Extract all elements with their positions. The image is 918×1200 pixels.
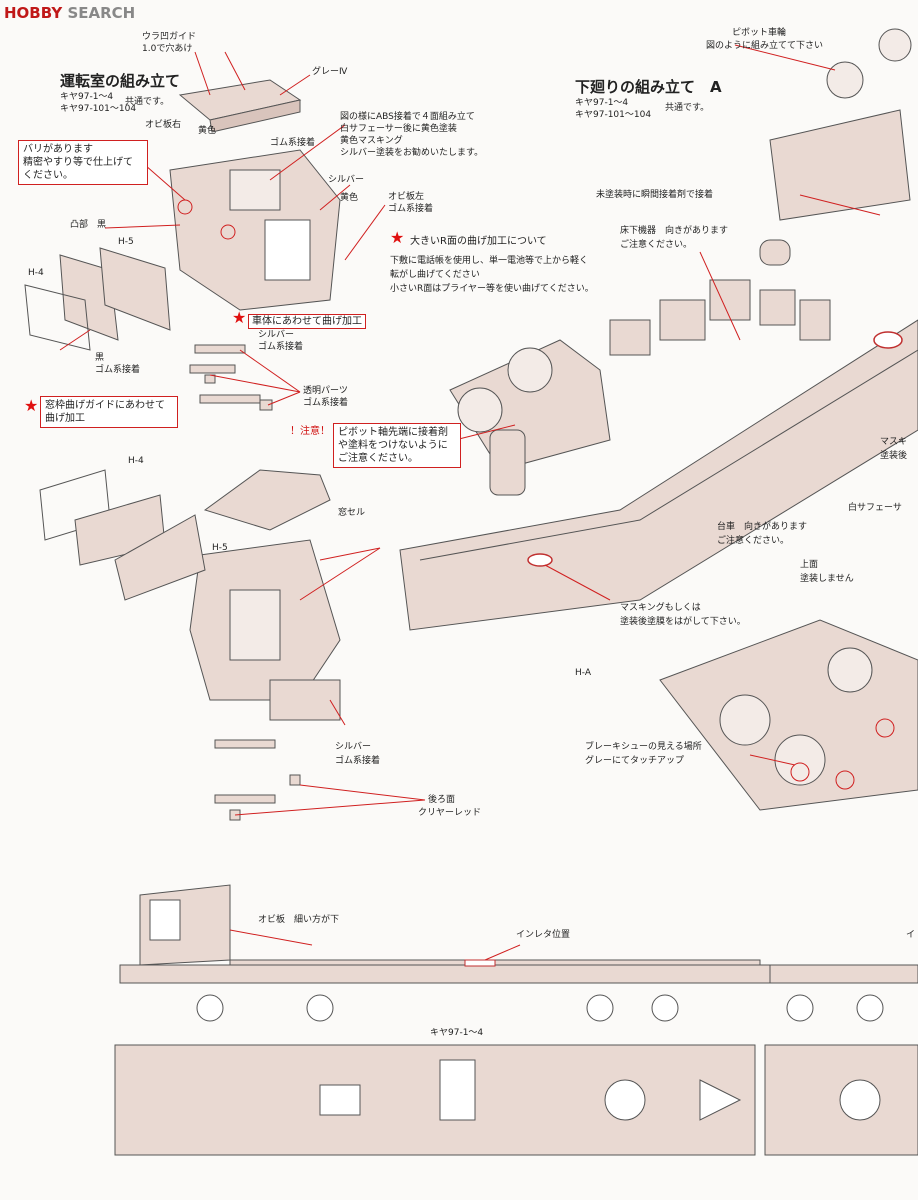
side-model-label: キヤ97-1～4 [430, 1028, 484, 1038]
yellow-label-2: 黄色 [340, 193, 359, 203]
ura-guide-label: ウラ凹ガイド [142, 32, 197, 42]
clear-parts-1: 透明パーツ [303, 386, 348, 396]
silver-label: シルバー [328, 175, 365, 185]
brake-2: グレーにてタッチアップ [585, 756, 685, 766]
instruction-4: シルバー塗装をお勧めいたします。 [340, 148, 484, 158]
top-face-2: 塗装しません [800, 574, 854, 584]
bend-body-note: 車体にあわせて曲げ加工 [248, 314, 366, 329]
black-glue-1: 黒 [95, 353, 105, 363]
r-bend-text-3: 小さいR面はプライヤー等を使い曲げてください。 [390, 284, 594, 294]
r-bend-text-2: 転がし曲げてください [390, 270, 480, 280]
star-icon: ★ [232, 308, 247, 327]
top-face-1: 上面 [800, 560, 819, 570]
r-bend-text-1: 下敷に電話帳を使用し、単一電池等で上から軽く [390, 256, 589, 266]
convex-black-label: 凸部 黒 [70, 220, 107, 230]
white-surf-label: 白サフェーサ [848, 503, 902, 513]
rubber-glue-label: ゴム系接着 [270, 138, 316, 148]
underfloor-1: 床下機器 向きがあります [620, 226, 729, 236]
instant-glue-label: 未塗装時に瞬間接着剤で接着 [596, 190, 714, 200]
watermark-logo: HOBBY SEARCH [4, 4, 136, 22]
pivot-warning: ピボット軸先端に接着剤 や塗料をつけないように ご注意ください。 [333, 423, 461, 468]
masking-2: 塗装後塗膜をはがして下さい。 [620, 617, 746, 627]
h5-label-b: H-5 [212, 543, 228, 553]
rear-label-2: クリヤーレッド [418, 808, 482, 818]
star-icon: ★ [390, 228, 405, 247]
black-glue-2: ゴム系接着 [95, 365, 141, 375]
bogie-dir-1: 台車 向きがあります [717, 522, 808, 532]
window-bend-note: 窓枠曲げガイドにあわせて 曲げ加工 [40, 396, 178, 428]
silver-glue-2: ゴム系接着 [258, 342, 304, 352]
underfloor-2: ご注意ください。 [620, 240, 693, 250]
silver-glue-b-1: シルバー [335, 742, 372, 752]
masking-right-1: マスキ [880, 437, 908, 447]
drill-label: 1.0で穴あけ [142, 44, 193, 54]
obi-left-label: オビ板左 [388, 192, 425, 202]
masking-1: マスキングもしくは [620, 603, 701, 613]
instruction-1: 図の様にABS接着で４面組み立て [340, 112, 475, 122]
caution-label: ！注意！ [290, 426, 330, 437]
masking-right-2: 塗装後 [880, 451, 908, 461]
cab-title: 運転室の組み立て [60, 72, 181, 90]
silver-glue-b-2: ゴム系接着 [335, 756, 381, 766]
obi-left-glue-label: ゴム系接着 [388, 204, 434, 214]
r-bend-title: 大きいR面の曲げ加工について [410, 236, 547, 247]
pivot-wheel-1: ピボット車輪 [732, 28, 787, 38]
obi-note: オビ板 細い方が下 [258, 915, 340, 925]
h4-label-b: H-4 [128, 456, 144, 466]
instruction-3: 黄色マスキング [340, 136, 403, 146]
h5-label: H-5 [118, 237, 134, 247]
yellow-label: 黄色 [198, 126, 217, 136]
brake-1: ブレーキシューの見える場所 [585, 742, 702, 752]
ha-label: H-A [575, 668, 591, 678]
gray-label: グレーⅣ [312, 67, 348, 77]
chassis-common: 共通です。 [665, 103, 710, 113]
instruction-2: 白サフェーサー後に黄色塗装 [340, 124, 457, 134]
cab-common: 共通です。 [125, 97, 170, 107]
pivot-wheel-2: 図のように組み立てて下さい [706, 41, 824, 51]
chassis-model-1: キヤ97-1～4 [575, 98, 629, 108]
h4-label: H-4 [28, 268, 44, 278]
burr-note: バリがあります 精密やすり等で仕上げて ください。 [18, 140, 148, 185]
bogie-dir-2: ご注意ください。 [717, 536, 790, 546]
rear-label-1: 後ろ面 [428, 795, 456, 805]
inleta-label: インレタ位置 [516, 930, 571, 940]
cab-model-2: キヤ97-101～104 [60, 104, 137, 114]
star-icon: ★ [24, 396, 39, 415]
chassis-model-2: キヤ97-101～104 [575, 110, 652, 120]
cab-model-1: キヤ97-1～4 [60, 92, 114, 102]
silver-glue-1: シルバー [258, 330, 295, 340]
chassis-title: 下廻りの組み立て A [575, 78, 722, 96]
right-edge-label: イ [906, 930, 916, 940]
clear-parts-2: ゴム系接着 [303, 398, 349, 408]
window-sill-label: 窓セル [338, 508, 366, 518]
obi-right-label: オビ板右 [145, 120, 182, 130]
